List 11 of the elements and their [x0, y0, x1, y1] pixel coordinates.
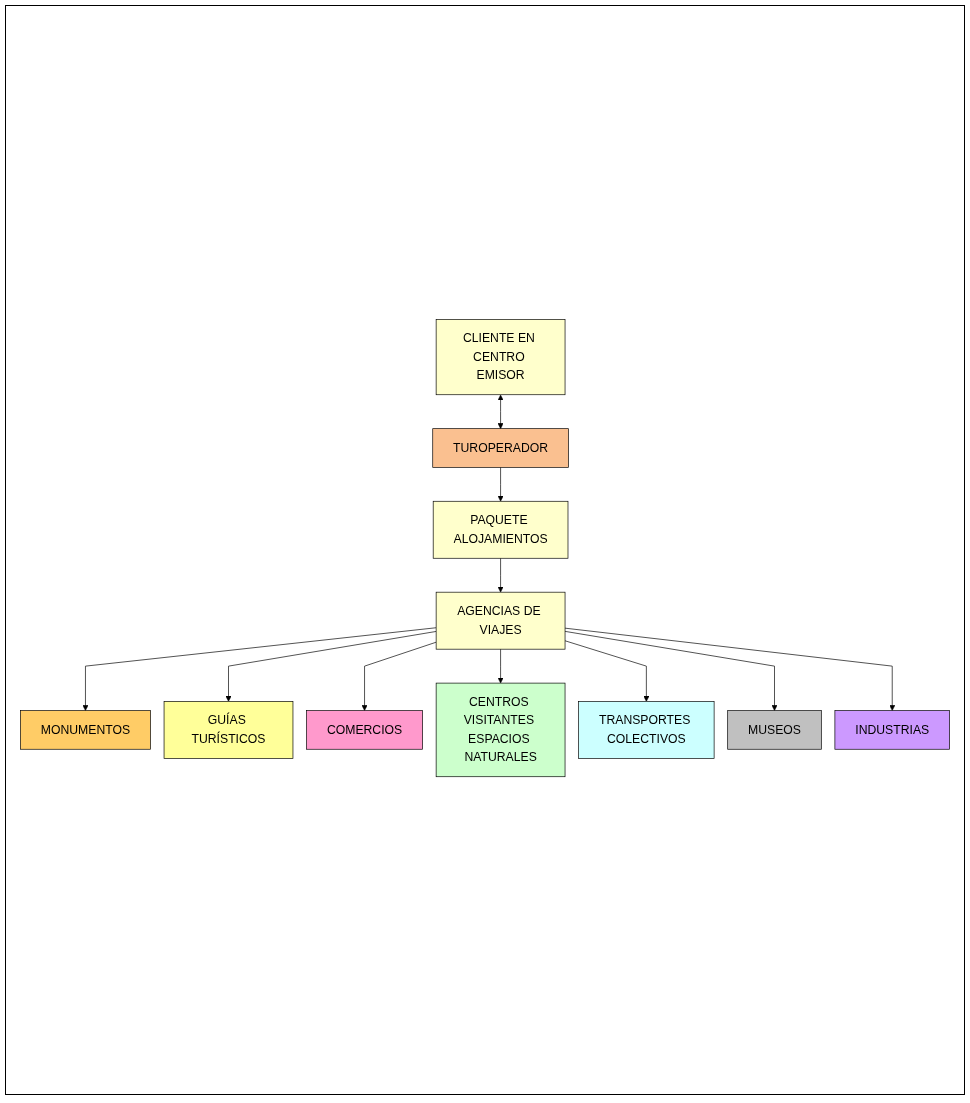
node-box: TUROPERADOR — [432, 428, 569, 468]
node-box: MONUMENTOS — [20, 710, 151, 750]
node-box: CENTROS VISITANTES ESPACIOS NATURALES — [435, 682, 566, 777]
node-box: COMERCIOS — [306, 710, 423, 750]
node-box: PAQUETE ALOJAMIENTOS — [432, 500, 569, 559]
node-box: TRANSPORTES COLECTIVOS — [578, 701, 715, 759]
node-box: CLIENTE EN CENTRO EMISOR — [435, 319, 566, 395]
node-box: MUSEOS — [727, 710, 822, 750]
node-box: GUÍAS TURÍSTICOS — [163, 701, 294, 759]
node-box: INDUSTRIAS — [834, 710, 950, 750]
node-box: AGENCIAS DE VIAJES — [435, 591, 566, 650]
